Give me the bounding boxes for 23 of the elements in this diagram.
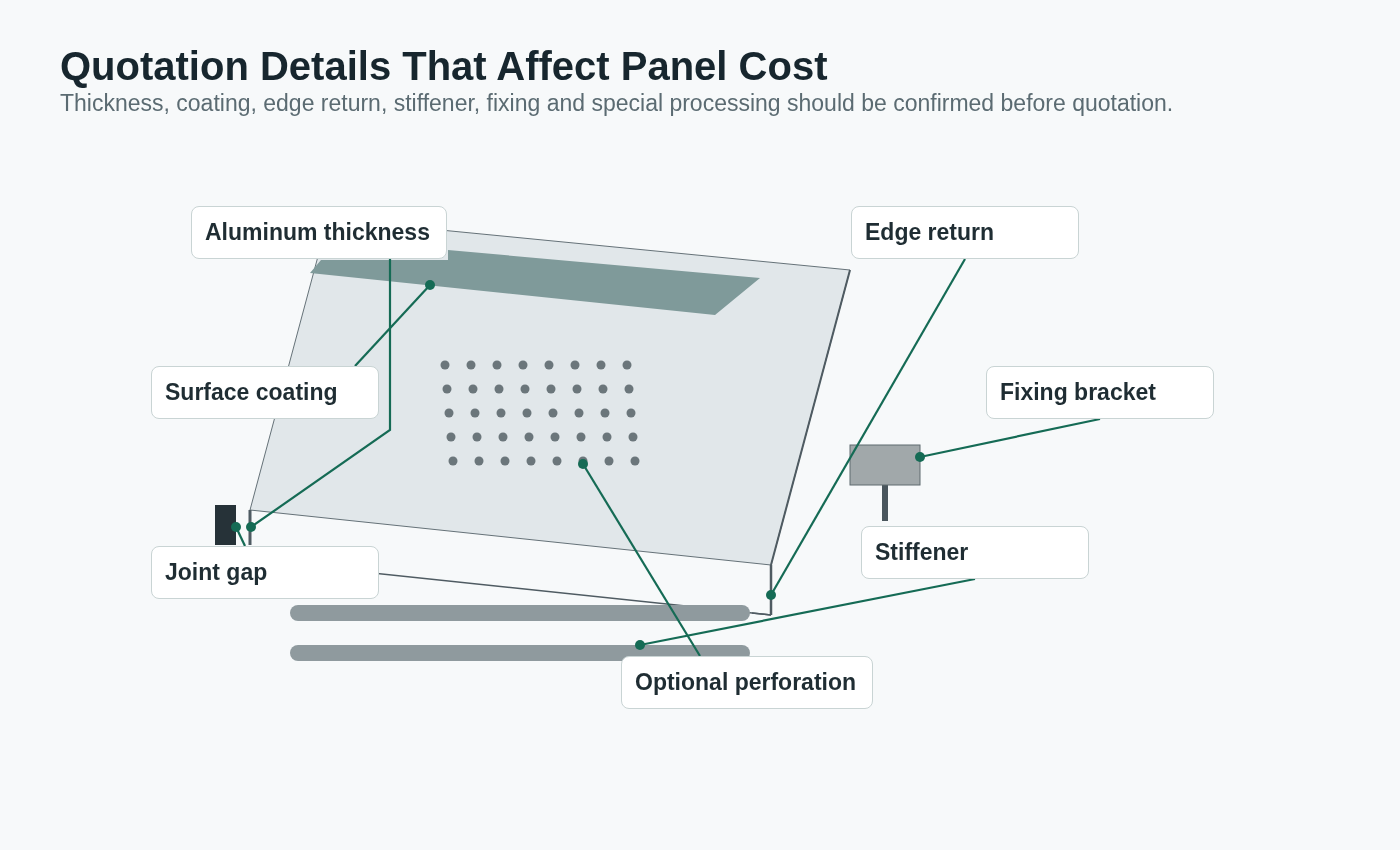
callout-label: Optional perforation (621, 656, 873, 709)
bracket-plate (849, 444, 921, 486)
stiffener-bar (290, 645, 750, 661)
callout-label: Stiffener (861, 526, 1089, 579)
return-edge-line (769, 565, 773, 615)
leader-line (635, 577, 976, 650)
title: Quotation Details That Affect Panel Cost (60, 46, 828, 86)
callout-label: Fixing bracket (986, 366, 1214, 419)
leader-line (354, 280, 435, 367)
callout-label: Joint gap (151, 546, 379, 599)
leader-line (766, 258, 966, 600)
leader-line (578, 459, 701, 657)
panel-edge-line (248, 510, 252, 545)
joint-block (215, 505, 236, 545)
callout-label: Edge return (851, 206, 1079, 259)
subtitle: Thickness, coating, edge return, stiffener, fixing and special processing should be confirmed before quotation. (60, 92, 1174, 115)
leader-line (231, 522, 246, 547)
coating-band (310, 250, 760, 315)
callout-label: Aluminum thickness (191, 206, 447, 259)
callout-label: Surface coating (151, 366, 379, 419)
perforation-dot-grid (440, 360, 640, 466)
leader-line (915, 417, 1101, 462)
leader-line (246, 259, 392, 532)
